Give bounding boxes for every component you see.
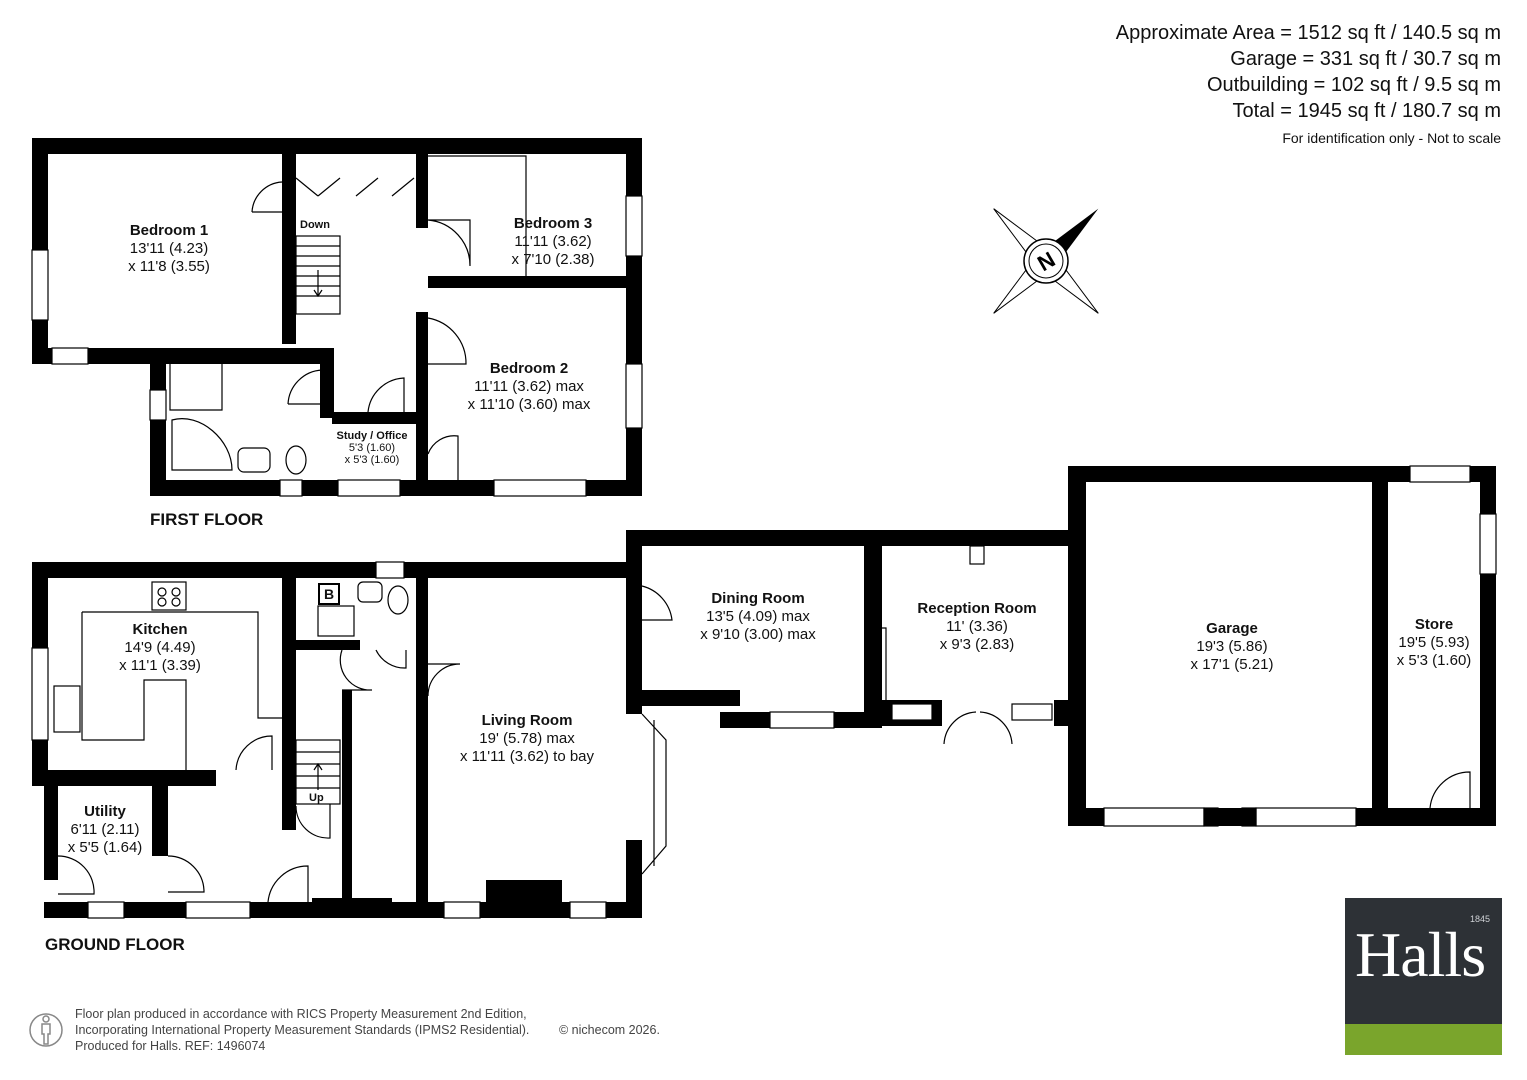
room-dim: x 17'1 (5.21) (1190, 656, 1274, 673)
room-reception-room: Reception Room 11' (3.36) x 9'3 (2.83) (917, 600, 1036, 654)
boiler-marker: B (318, 583, 340, 605)
approximate-area: Approximate Area = 1512 sq ft / 140.5 sq… (1115, 22, 1501, 44)
room-name: Bedroom 1 (129, 222, 209, 239)
room-name: Reception Room (917, 600, 1037, 617)
footer-line: Floor plan produced in accordance with R… (75, 1007, 527, 1021)
footer-line: Produced for Halls. REF: 1496074 (75, 1039, 266, 1053)
logo-panel (1345, 898, 1502, 1024)
room-dim: 19' (5.78) max (479, 730, 575, 747)
room-dim: 19'3 (5.86) (1196, 638, 1268, 655)
room-dim: x 11'10 (3.60) max (467, 396, 591, 413)
person-icon (29, 1013, 63, 1047)
footer-notes: Floor plan produced in accordance with R… (75, 1006, 660, 1054)
footer-line: Incorporating International Property Mea… (75, 1023, 530, 1037)
room-dim: 11' (3.36) (946, 618, 1008, 635)
room-name: Store (1414, 616, 1454, 633)
room-dim: 11'11 (3.62) (514, 233, 592, 250)
room-garage: Garage 19'3 (5.86) x 17'1 (5.21) (1191, 620, 1274, 674)
ground-floor-windows (31, 465, 1497, 919)
room-dim: 5'3 (1.60) (348, 442, 396, 454)
room-dim: 19'5 (5.93) (1398, 634, 1470, 651)
scale-note: For identification only - Not to scale (1282, 130, 1501, 146)
room-kitchen: Kitchen 14'9 (4.49) x 11'1 (3.39) (119, 621, 201, 675)
room-dim: x 11'8 (3.55) (128, 258, 210, 275)
room-name: Garage (1206, 620, 1258, 637)
room-store: Store 19'5 (5.93) x 5'3 (1.60) (1397, 616, 1472, 670)
room-dim: x 5'3 (1.60) (1396, 652, 1472, 669)
room-dim: 6'11 (2.11) (70, 821, 140, 838)
room-name: Living Room (481, 712, 573, 729)
room-dim: 14'9 (4.49) (124, 639, 196, 656)
room-utility: Utility 6'11 (2.11) x 5'5 (1.64) (68, 803, 143, 857)
room-study-office: Study / Office 5'3 (1.60) x 5'3 (1.60) (337, 430, 408, 466)
room-bedroom-2: Bedroom 2 11'11 (3.62) max x 11'10 (3.60… (468, 360, 591, 414)
first-floor-label: FIRST FLOOR (150, 510, 264, 529)
room-bedroom-3: Bedroom 3 11'11 (3.62) x 7'10 (2.38) (512, 215, 595, 269)
room-dim: x 9'10 (3.00) max (700, 626, 816, 643)
stairs-up-label: Up (309, 792, 324, 804)
compass-rose (993, 208, 1099, 314)
ground-floor-fixtures (53, 545, 1471, 903)
garage-area: Garage = 331 sq ft / 30.7 sq m (1230, 48, 1501, 70)
room-dim: x 7'10 (2.38) (511, 251, 595, 268)
room-bedroom-1: Bedroom 1 13'11 (4.23) x 11'8 (3.55) (128, 222, 210, 276)
room-dim: x 11'1 (3.39) (119, 657, 201, 674)
room-dim: 13'11 (4.23) (129, 240, 209, 257)
room-dim: 13'5 (4.09) max (706, 608, 810, 625)
room-living-room: Living Room 19' (5.78) max x 11'11 (3.62… (460, 712, 594, 766)
room-name: Bedroom 3 (513, 215, 593, 232)
logo-year: 1845 (1469, 914, 1490, 924)
first-floor-fixtures (169, 155, 527, 480)
logo-green-bar (1345, 1024, 1502, 1055)
copyright-notice: © nichecom 2026. (559, 1023, 660, 1037)
first-floor-windows (31, 195, 643, 497)
halls-logo: Halls 1845 (1345, 898, 1502, 1055)
stairs-down-label: Down (300, 219, 330, 231)
room-dining-room: Dining Room 13'5 (4.09) max x 9'10 (3.00… (700, 590, 815, 644)
room-dim: 11'11 (3.62) max (474, 378, 584, 395)
room-dim: x 11'11 (3.62) to bay (459, 748, 595, 765)
logo-wordmark: Halls (1355, 919, 1486, 990)
total-area: Total = 1945 sq ft / 180.7 sq m (1232, 100, 1502, 122)
room-name: Kitchen (132, 621, 188, 638)
room-name: Bedroom 2 (489, 360, 569, 377)
outbuilding-area: Outbuilding = 102 sq ft / 9.5 sq m (1206, 74, 1501, 96)
room-name: Study / Office (336, 430, 408, 442)
room-name: Utility (84, 803, 126, 820)
ground-floor-label: GROUND FLOOR (45, 935, 185, 954)
room-dim: x 9'3 (2.83) (939, 636, 1015, 653)
area-summary: Approximate Area = 1512 sq ft / 140.5 sq… (1116, 20, 1501, 146)
room-dim: x 5'5 (1.64) (67, 839, 143, 856)
room-dim: x 5'3 (1.60) (344, 454, 400, 466)
room-name: Dining Room (711, 590, 805, 607)
